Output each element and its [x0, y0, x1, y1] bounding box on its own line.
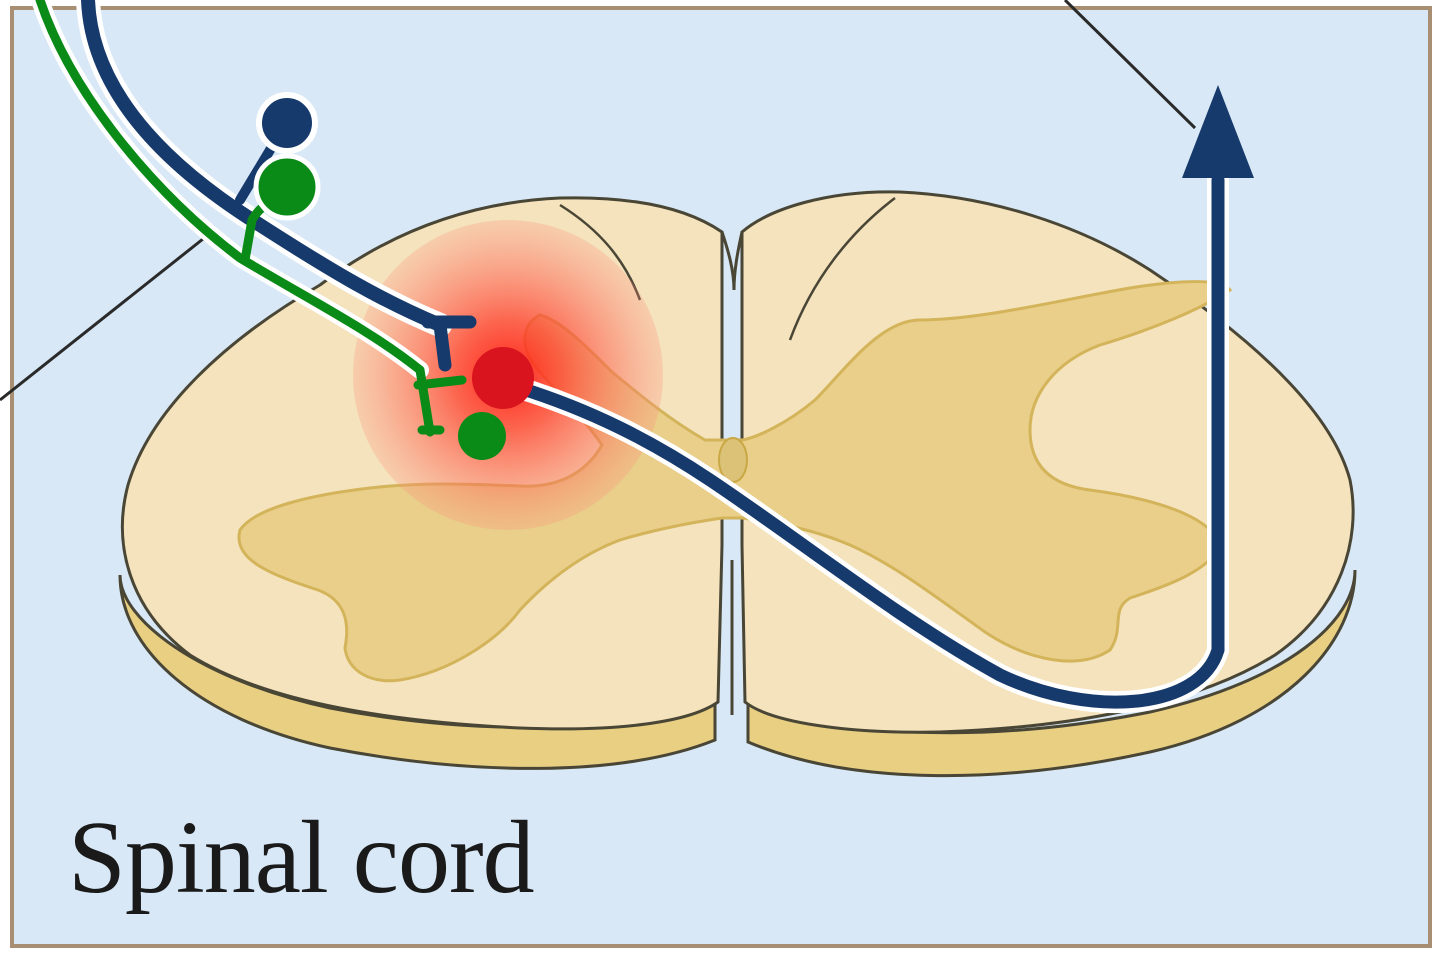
cord-right-slab	[746, 569, 1357, 778]
green-synapse-terminal	[413, 365, 467, 437]
figure-caption: Spinal cord	[68, 800, 535, 915]
central-canal	[718, 437, 748, 483]
green-interneuron-body	[458, 412, 506, 460]
leader-line-left	[0, 233, 209, 402]
green-afferent-fiber	[35, 0, 425, 375]
navy-projection-axon	[513, 173, 1225, 709]
ascending-arrowhead	[1182, 85, 1254, 178]
navy-synapse-terminal	[421, 315, 477, 372]
leader-line-top-right	[1063, 0, 1197, 130]
navy-cell-body	[256, 92, 318, 154]
red-interneuron-body	[472, 347, 534, 409]
green-cell-body	[253, 153, 321, 221]
dorsal-rootzone-right	[788, 197, 896, 341]
dorsal-septum-right	[732, 231, 744, 291]
